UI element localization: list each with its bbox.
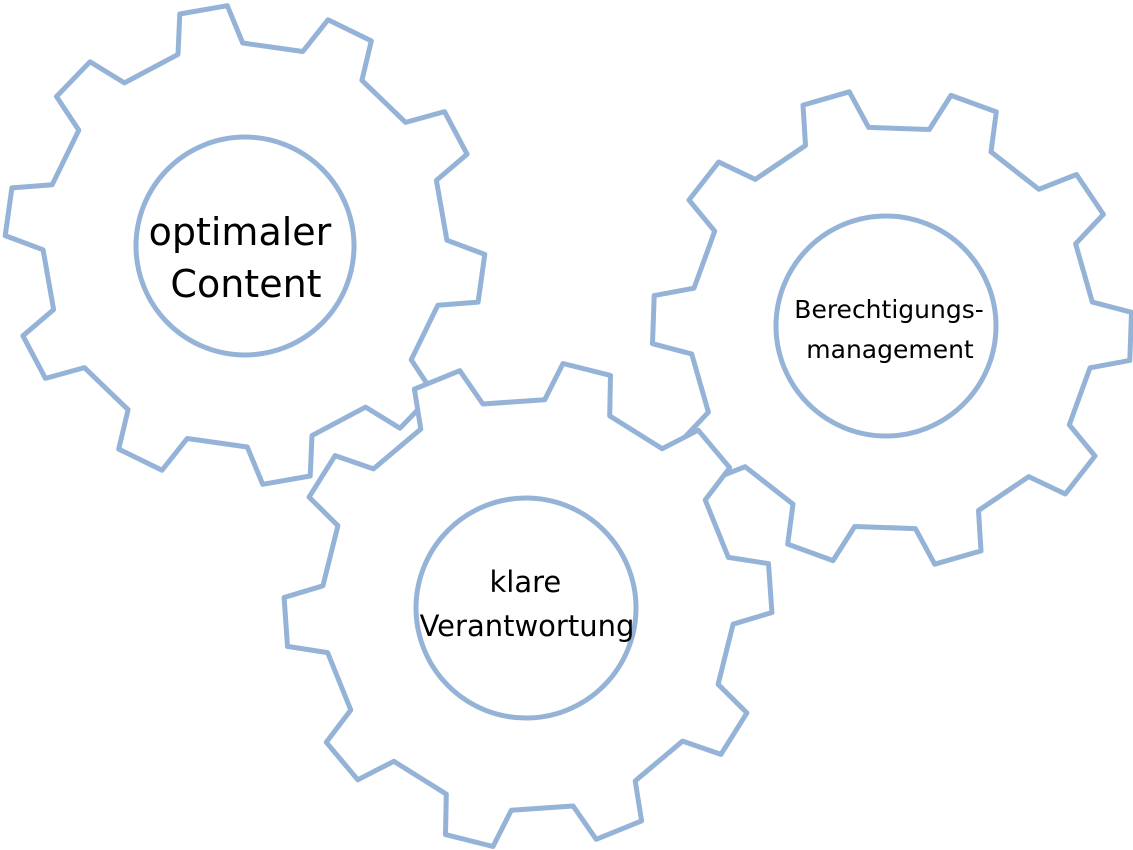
gear-permissions-label-line-2: management (806, 335, 974, 364)
gear-content-hub (133, 134, 357, 358)
gear-responsibility-label: klare Verantwortung (420, 565, 635, 643)
gear-permissions-hub (773, 213, 999, 439)
gear-content-label-line-2: Content (170, 262, 321, 306)
gear-permissions: Berechtigungs- management (650, 89, 1133, 567)
gear-permissions-label-line-1: Berechtigungs- (794, 295, 983, 324)
gear-content-label-line-1: optimaler (149, 210, 332, 254)
gear-responsibility-label-line-2: Verantwortung (420, 609, 635, 643)
gear-responsibility-hub (413, 495, 639, 721)
gear-content-label: optimaler Content (149, 210, 344, 306)
gear-permissions-label: Berechtigungs- management (794, 295, 991, 364)
gear-responsibility: klare Verantwortung (281, 361, 775, 849)
gear-responsibility-label-line-1: klare (490, 565, 562, 599)
gear-content: optimaler Content (2, 3, 488, 487)
